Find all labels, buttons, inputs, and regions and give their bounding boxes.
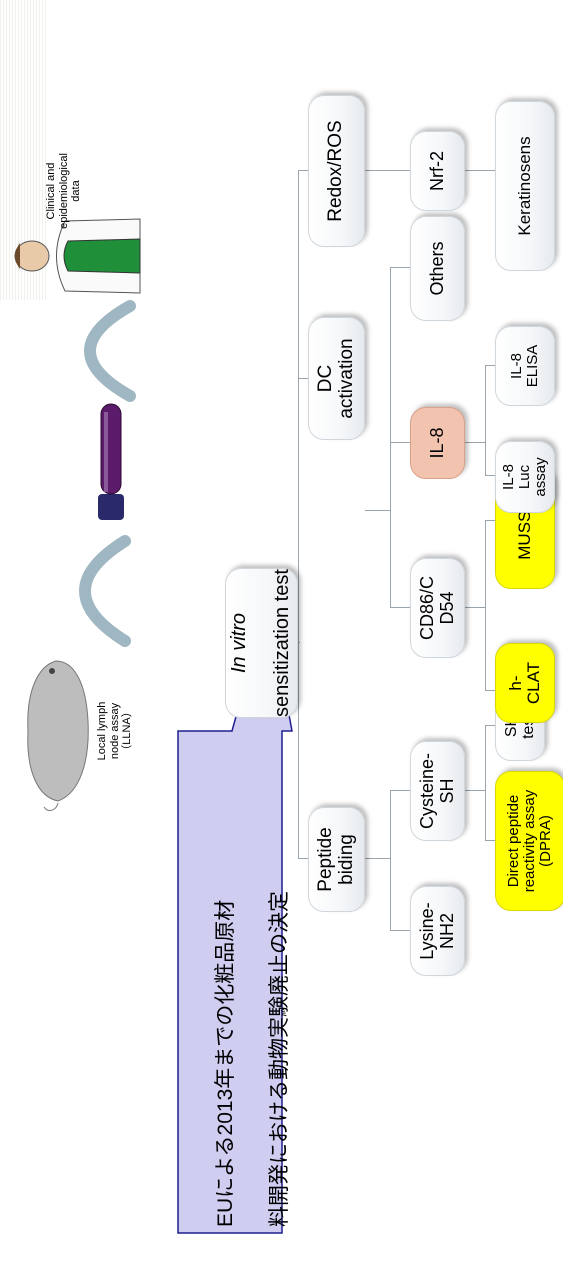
connector [298, 171, 299, 379]
mouse-icon [27, 660, 89, 811]
clinical-caption: Clinical and epidemiological data [45, 153, 83, 229]
il8-node: IL-8 [410, 407, 465, 479]
peptide-binding-node: Peptide biding [308, 807, 365, 912]
connector [390, 930, 410, 931]
connector [485, 520, 495, 521]
connector [465, 607, 485, 608]
test-tube-icon [98, 403, 124, 520]
connector [365, 170, 410, 171]
il8-elisa-node: IL-8 ELISA [495, 326, 555, 406]
cd86-cd54-node: CD86/C D54 [410, 558, 465, 658]
connector [365, 858, 390, 859]
nrf2-node: Nrf-2 [410, 131, 465, 211]
connector [465, 442, 485, 443]
cysteine-node: Cysteine- SH [410, 741, 465, 841]
connector [365, 510, 390, 511]
connector [485, 521, 486, 691]
connector [465, 790, 485, 791]
root-label: sensitization test [271, 569, 294, 717]
connector [485, 726, 486, 841]
il8-luc-node: IL-8 Luc assay [495, 441, 555, 513]
connector [390, 268, 391, 608]
h-clat-node: h- CLAT [495, 643, 555, 723]
llna-caption: Local lymph node assay （LLNA） [96, 701, 134, 761]
connector [485, 725, 495, 726]
connector [298, 170, 308, 171]
connector [485, 366, 486, 476]
connector [390, 791, 391, 931]
root-node: In vitro sensitization test [225, 568, 298, 718]
doctor-icon [14, 218, 141, 294]
connector [390, 607, 410, 608]
callout-line-1: EUによる2013年までの化粧品原材 [213, 899, 237, 1227]
curved-arrow-icon [79, 535, 131, 647]
curved-arrow-icon [84, 300, 136, 402]
connector [390, 267, 410, 268]
others-node: Others [410, 216, 465, 321]
keratinosens-node: Keratinosens [495, 101, 555, 271]
connector [485, 475, 495, 476]
connector [485, 690, 495, 691]
connector [298, 378, 308, 379]
connector [298, 858, 308, 859]
connector [390, 790, 410, 791]
lysine-node: Lysine- NH2 [410, 886, 465, 976]
connector [485, 365, 495, 366]
redox-ros-node: Redox/ROS [308, 95, 365, 247]
root-italic-label: In vitro [228, 613, 251, 674]
connector [390, 442, 410, 443]
connector [465, 170, 495, 171]
dc-activation-node: DC activation [308, 317, 365, 440]
connector [485, 840, 495, 841]
callout-line-2: 料開発における動物実験廃止の決定 [267, 891, 291, 1227]
dpra-node: Direct peptide reactivity assay (DPRA) [495, 771, 563, 911]
callout-text: EUによる2013年までの化粧品原材 料開発における動物実験廃止の決定 [186, 891, 294, 1227]
